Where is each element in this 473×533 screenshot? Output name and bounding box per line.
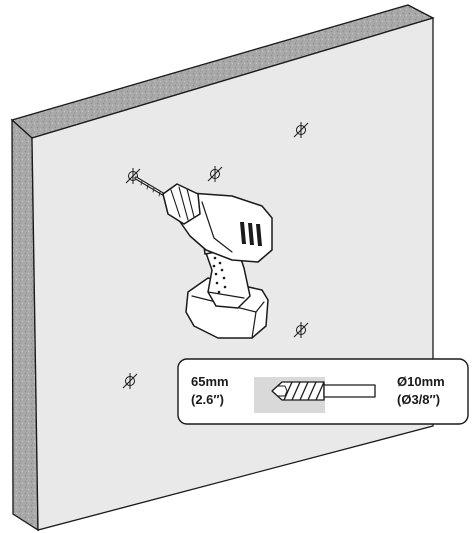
drill-vents [240,222,262,246]
crosshair-hole-mark-icon [122,373,138,389]
drilling-depth-mm: 65mm [191,374,229,389]
drill-bit-icon [271,381,376,401]
bit-diameter-inches: (Ø3/8″) [397,392,440,407]
cordless-drill-icon [134,176,273,339]
crosshair-hole-mark-icon [207,166,223,182]
drill-spec-callout: 65mm (2.6″) Ø10mm (Ø3/8″) [177,358,469,425]
crosshair-hole-mark-icon [293,122,309,138]
drilling-depth-inches: (2.6″) [191,392,224,407]
bit-diameter-mm: Ø10mm [397,374,445,389]
crosshair-hole-mark-icon [293,322,309,338]
crosshair-hole-mark-icon [125,168,141,184]
hole-marks [122,122,309,389]
